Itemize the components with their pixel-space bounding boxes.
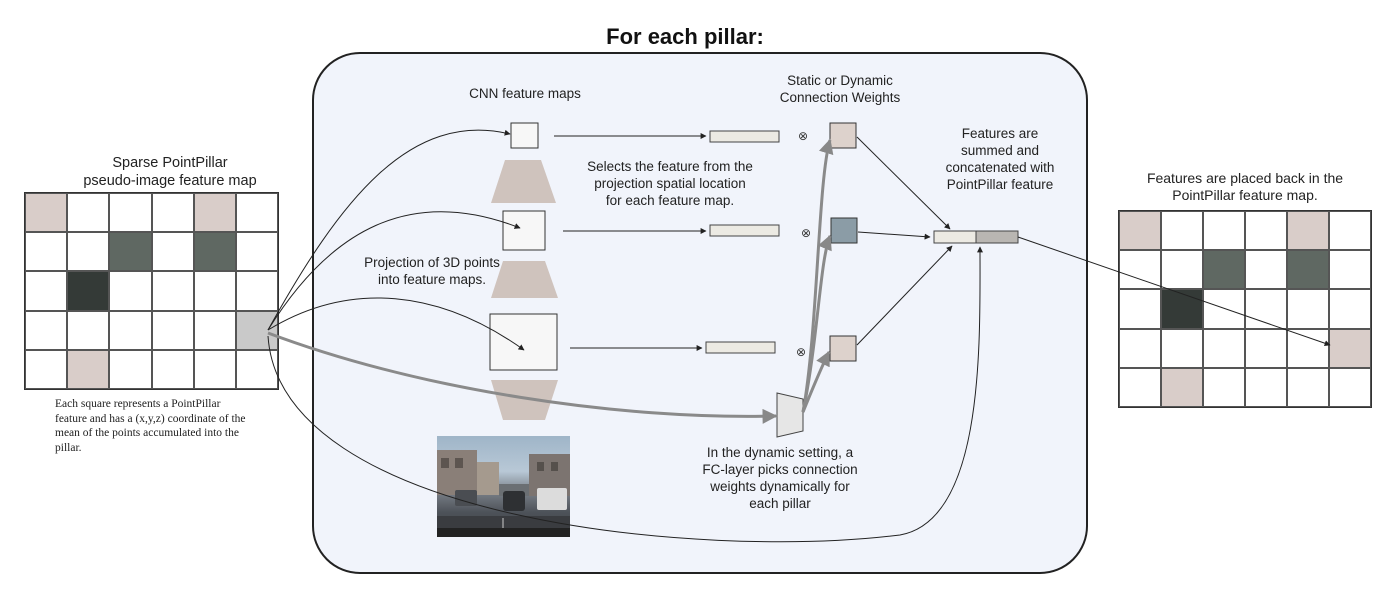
- feature-map-large: [489, 313, 558, 371]
- pillar-cell-empty: [109, 271, 152, 311]
- cnn-maps-label: CNN feature maps: [469, 86, 581, 101]
- feature-bar-1: [709, 130, 780, 143]
- pillar-cell-empty: [67, 232, 110, 272]
- pillar-cell-empty: [1119, 328, 1161, 368]
- pillar-cell-empty: [1329, 250, 1371, 290]
- pillar-cell-empty: [25, 310, 68, 350]
- pillar-cell-empty: [1329, 211, 1371, 251]
- pillar-cell-empty: [193, 271, 236, 311]
- pillar-cell-light: [1329, 328, 1371, 368]
- cnn-layer-2: [491, 261, 558, 298]
- pillar-cell-empty: [1119, 250, 1161, 290]
- pillar-cell-empty: [1119, 289, 1161, 329]
- pillar-cell-empty: [1203, 211, 1245, 251]
- pillar-cell-empty: [151, 271, 194, 311]
- pillar-cell-mid: [1203, 250, 1245, 290]
- pillar-cell-empty: [151, 349, 194, 389]
- pillar-cell-empty: [67, 310, 110, 350]
- pillar-cell-empty: [1119, 367, 1161, 407]
- pillar-cell-empty: [1245, 367, 1287, 407]
- multiply-icon-3: ⊗: [796, 345, 806, 359]
- pillar-cell-dark: [67, 271, 110, 311]
- pillar-cell-empty: [235, 271, 278, 311]
- weight-square-3: [829, 335, 857, 362]
- pillar-cell-empty: [1329, 289, 1371, 329]
- pillar-cell-empty: [151, 232, 194, 272]
- pillar-cell-empty: [67, 193, 110, 233]
- pillar-cell-empty: [25, 232, 68, 272]
- feature-map-small: [510, 122, 539, 149]
- pillar-cell-empty: [1203, 367, 1245, 407]
- feature-map-medium: [502, 210, 546, 251]
- pillar-cell-light: [67, 349, 110, 389]
- feature-bar-3: [705, 341, 776, 354]
- pillar-cell-empty: [193, 349, 236, 389]
- cnn-layer-1: [491, 160, 556, 203]
- fc-layer: [776, 392, 804, 438]
- pillar-cell-empty: [1245, 250, 1287, 290]
- pillar-cell-empty: [1161, 328, 1203, 368]
- sparse-pillar-grid: [24, 192, 279, 390]
- pillar-cell-empty: [25, 349, 68, 389]
- pillar-cell-light: [193, 193, 236, 233]
- feature-bar-2: [709, 224, 780, 237]
- pillar-cell-dark: [1161, 289, 1203, 329]
- pillar-cell-light: [25, 193, 68, 233]
- diagram-title: For each pillar:: [606, 24, 764, 49]
- pillar-cell-light: [1119, 211, 1161, 251]
- pillar-cell-empty: [151, 193, 194, 233]
- pillar-cell-empty: [1287, 328, 1329, 368]
- weights-label: Static or Dynamic Connection Weights: [779, 73, 901, 105]
- pillar-cell-empty: [235, 232, 278, 272]
- pillar-cell-empty: [1287, 367, 1329, 407]
- weight-square-1: [829, 122, 857, 149]
- sparse-map-label: Sparse PointPillar pseudo-image feature …: [83, 155, 257, 189]
- pillar-feature-bar: [975, 230, 1019, 244]
- summed-label: Features are summed and concatenated wit…: [945, 126, 1055, 192]
- pillar-cell-mid: [1287, 250, 1329, 290]
- pillar-cell-empty: [1203, 289, 1245, 329]
- pillar-cell-mid: [193, 232, 236, 272]
- pillar-cell-empty: [1329, 367, 1371, 407]
- pillar-cell-empty: [109, 310, 152, 350]
- pillar-cell-empty: [193, 310, 236, 350]
- pillar-cell-empty: [1161, 211, 1203, 251]
- pillar-cell-empty: [1203, 328, 1245, 368]
- pillar-cell-empty: [1161, 250, 1203, 290]
- summed-feature-bar: [933, 230, 977, 244]
- multiply-icon-2: ⊗: [801, 226, 811, 240]
- pillar-cell-light: [1287, 211, 1329, 251]
- pillar-cell-empty: [109, 349, 152, 389]
- pillar-cell-empty: [151, 310, 194, 350]
- camera-image: [437, 436, 570, 537]
- weight-square-2: [830, 217, 858, 244]
- pillar-cell-empty: [1245, 211, 1287, 251]
- selects-label: Selects the feature from the projection …: [587, 159, 753, 208]
- pillar-cell-mid: [109, 232, 152, 272]
- pillar-cell-empty: [109, 193, 152, 233]
- pillar-cell-empty: [235, 193, 278, 233]
- output-pillar-grid: [1118, 210, 1372, 408]
- pillar-cell-empty: [1245, 289, 1287, 329]
- square-note: Each square represents a PointPillar fea…: [55, 398, 246, 454]
- placed-back-label: Features are placed back in the PointPil…: [1146, 170, 1344, 203]
- pillar-cell-light: [1161, 367, 1203, 407]
- pillar-cell-empty: [1287, 289, 1329, 329]
- pillar-cell-empty: [1245, 328, 1287, 368]
- dynamic-label: In the dynamic setting, a FC-layer picks…: [702, 445, 858, 511]
- pillar-cell-empty: [25, 271, 68, 311]
- pillar-cell-selected: [235, 310, 278, 350]
- projection-label: Projection of 3D points into feature map…: [364, 255, 500, 287]
- cnn-layer-3: [491, 380, 558, 420]
- multiply-icon-1: ⊗: [798, 129, 808, 143]
